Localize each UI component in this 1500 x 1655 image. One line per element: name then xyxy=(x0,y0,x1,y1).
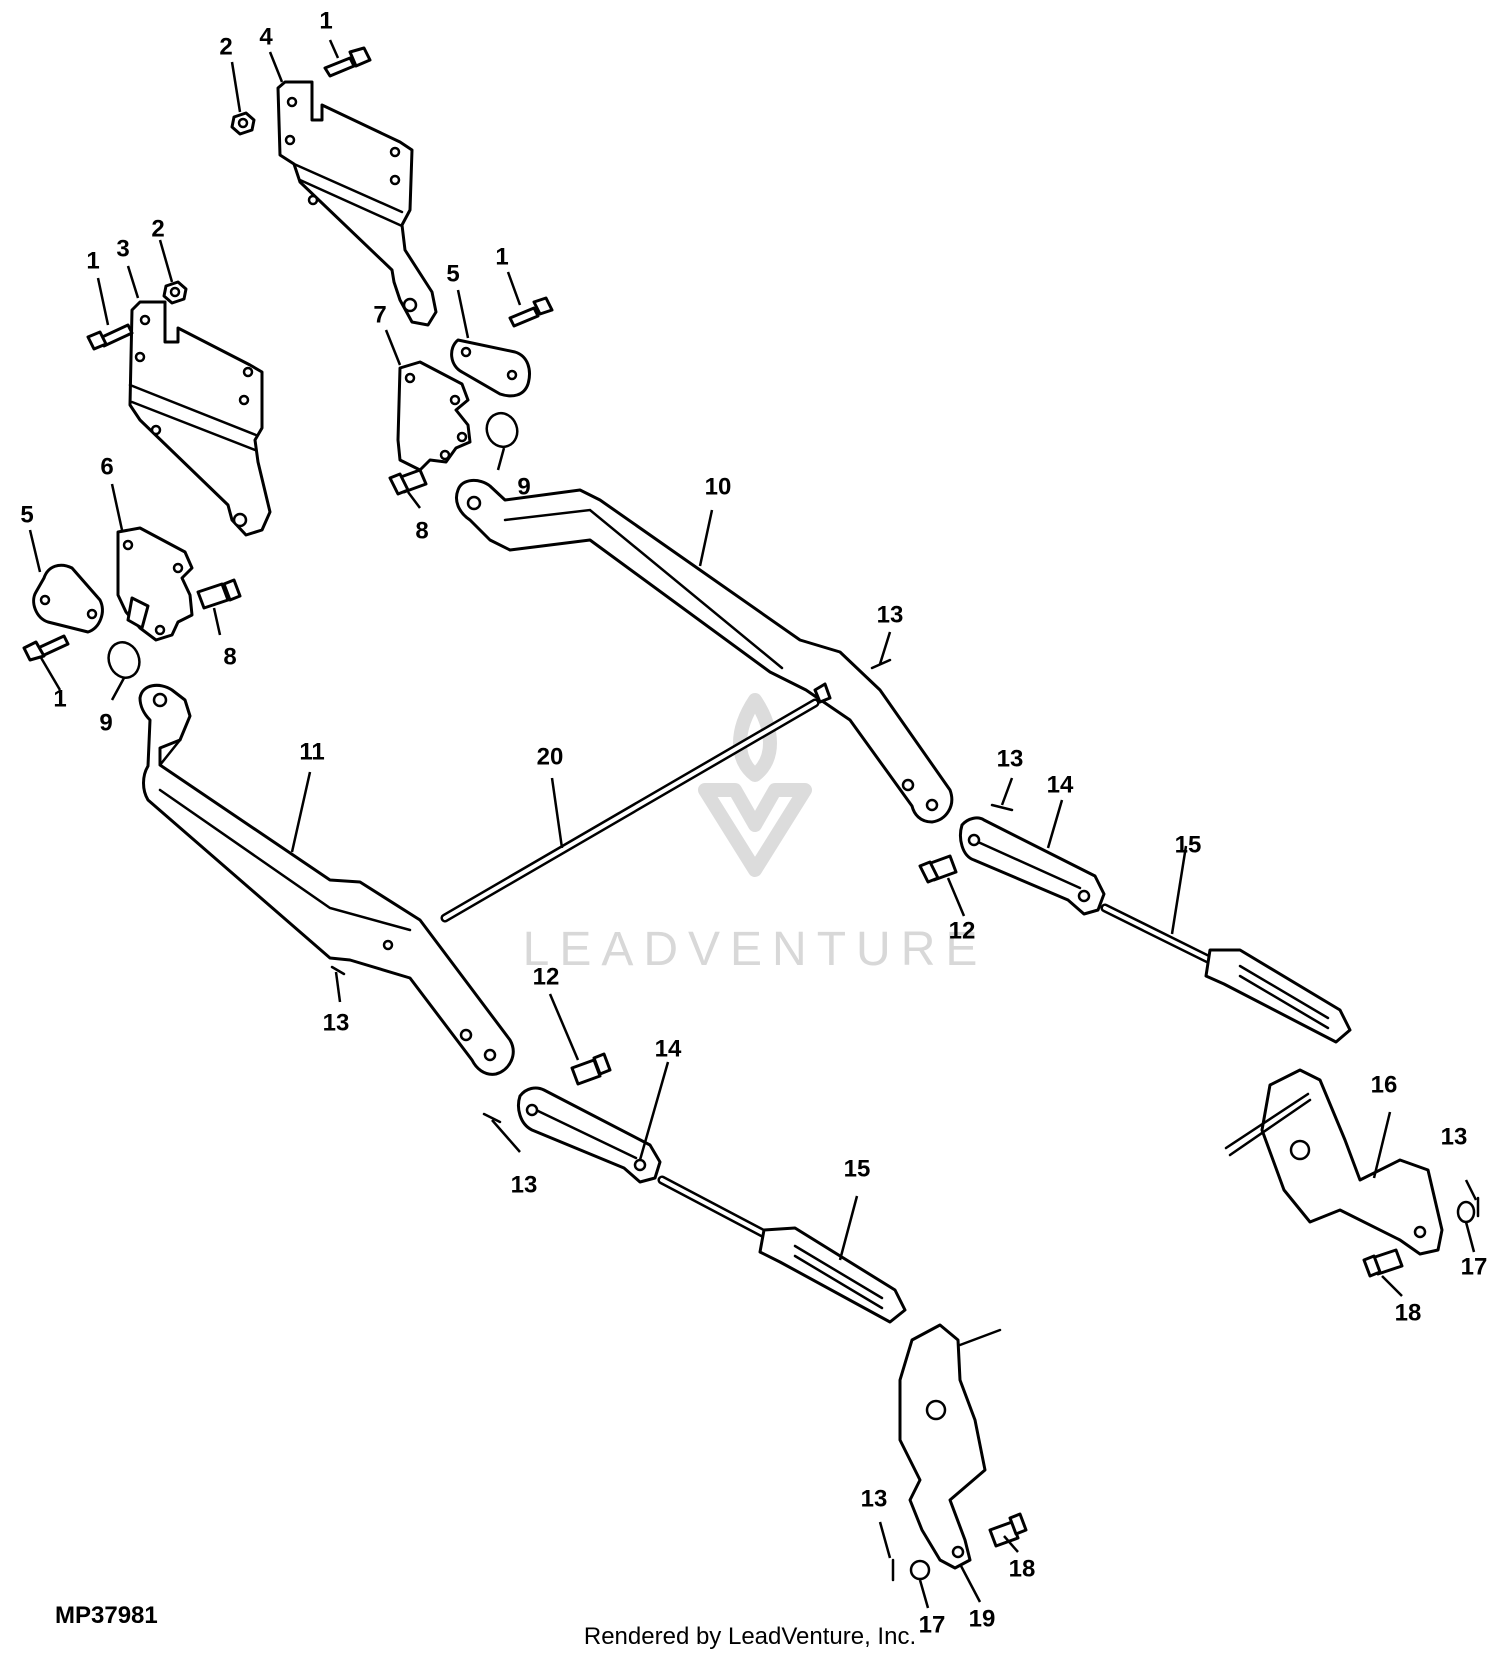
callout-15-right: 15 xyxy=(1175,831,1202,858)
lift-arm-11 xyxy=(138,683,515,1076)
callout-17-right: 17 xyxy=(1461,1253,1488,1280)
callout-17-lower: 17 xyxy=(919,1611,946,1638)
callout-1-top: 1 xyxy=(319,7,332,34)
callouts: 1 2 4 1 3 2 1 5 7 9 8 6 5 8 1 9 10 13 11… xyxy=(20,7,1487,1638)
bolt-18-right xyxy=(1362,1248,1404,1278)
pin-8-lower xyxy=(196,578,242,610)
leader-lines xyxy=(28,39,1478,1609)
lift-arm-10 xyxy=(455,479,954,824)
callout-5-upper: 5 xyxy=(446,260,459,287)
callout-3: 3 xyxy=(116,235,129,262)
callout-2-top: 2 xyxy=(219,33,232,60)
washer-17-lower xyxy=(909,1559,931,1581)
cotter-pin-13-c xyxy=(330,965,346,976)
callout-6: 6 xyxy=(100,453,113,480)
link-14-right xyxy=(959,816,1106,916)
callout-15-left: 15 xyxy=(844,1155,871,1182)
callout-9-upper: 9 xyxy=(517,473,530,500)
rod-15-left xyxy=(657,1175,907,1324)
callout-2-left: 2 xyxy=(151,215,164,242)
watermark-text: LEADVENTURE xyxy=(523,923,988,976)
footer-credit: Rendered by LeadVenture, Inc. xyxy=(583,1623,917,1650)
nut-2-left xyxy=(162,280,188,305)
bracket-19 xyxy=(898,1323,1002,1570)
callout-13-a: 13 xyxy=(877,601,904,628)
callout-8-upper: 8 xyxy=(415,517,428,544)
nut-2-top xyxy=(230,111,256,136)
bolt-1-lower xyxy=(22,634,70,662)
bracket-4 xyxy=(276,80,438,327)
bolt-1-mid xyxy=(508,296,554,328)
callout-5-lower: 5 xyxy=(20,501,33,528)
callout-1-mid: 1 xyxy=(495,243,508,270)
callout-1-left: 1 xyxy=(86,247,99,274)
callout-8-lower: 8 xyxy=(223,643,236,670)
bracket-16 xyxy=(1224,1068,1444,1256)
link-14-left xyxy=(517,1086,662,1184)
bolt-18-lower xyxy=(988,1512,1028,1548)
pin-12-right xyxy=(918,854,958,884)
callout-7: 7 xyxy=(373,301,386,328)
bracket-6 xyxy=(116,526,194,642)
ring-9-lower xyxy=(107,641,141,679)
callout-20: 20 xyxy=(537,743,564,770)
pin-12-left xyxy=(570,1052,612,1086)
callout-10: 10 xyxy=(705,473,732,500)
pin-8-upper xyxy=(388,468,428,496)
callout-16: 16 xyxy=(1371,1071,1398,1098)
bracket-7 xyxy=(396,360,472,472)
callout-13-c: 13 xyxy=(323,1009,350,1036)
ring-9-upper xyxy=(485,411,519,449)
bracket-3 xyxy=(128,300,272,537)
plate-5-upper xyxy=(450,338,531,398)
plate-5-lower xyxy=(32,563,104,634)
callout-18-lower: 18 xyxy=(1009,1555,1036,1582)
callout-18-right: 18 xyxy=(1395,1299,1422,1326)
callout-11: 11 xyxy=(299,738,324,765)
callout-14-left: 14 xyxy=(655,1035,682,1062)
cotter-pin-13-d xyxy=(482,1112,502,1124)
callout-13-e: 13 xyxy=(1441,1123,1468,1150)
callout-19: 19 xyxy=(969,1605,996,1632)
callout-12-left: 12 xyxy=(533,963,560,990)
callout-14-right: 14 xyxy=(1047,771,1074,798)
callout-13-d: 13 xyxy=(511,1171,538,1198)
rod-15-right xyxy=(1100,903,1352,1044)
washer-17-right xyxy=(1456,1200,1476,1224)
leadventure-watermark: LEADVENTURE xyxy=(523,693,988,976)
callout-13-f: 13 xyxy=(861,1485,888,1512)
callout-1-lower: 1 xyxy=(53,685,66,712)
cross-rod-20 xyxy=(440,698,820,923)
callout-12-right: 12 xyxy=(949,917,976,944)
bolt-1-top xyxy=(323,46,372,78)
callout-13-b: 13 xyxy=(997,745,1024,772)
cotter-pin-13-b xyxy=(990,803,1014,812)
callout-4: 4 xyxy=(259,23,273,50)
bolt-1-left xyxy=(86,323,134,351)
callout-9-lower: 9 xyxy=(99,709,112,736)
figure-id: MP37981 xyxy=(55,1602,158,1629)
